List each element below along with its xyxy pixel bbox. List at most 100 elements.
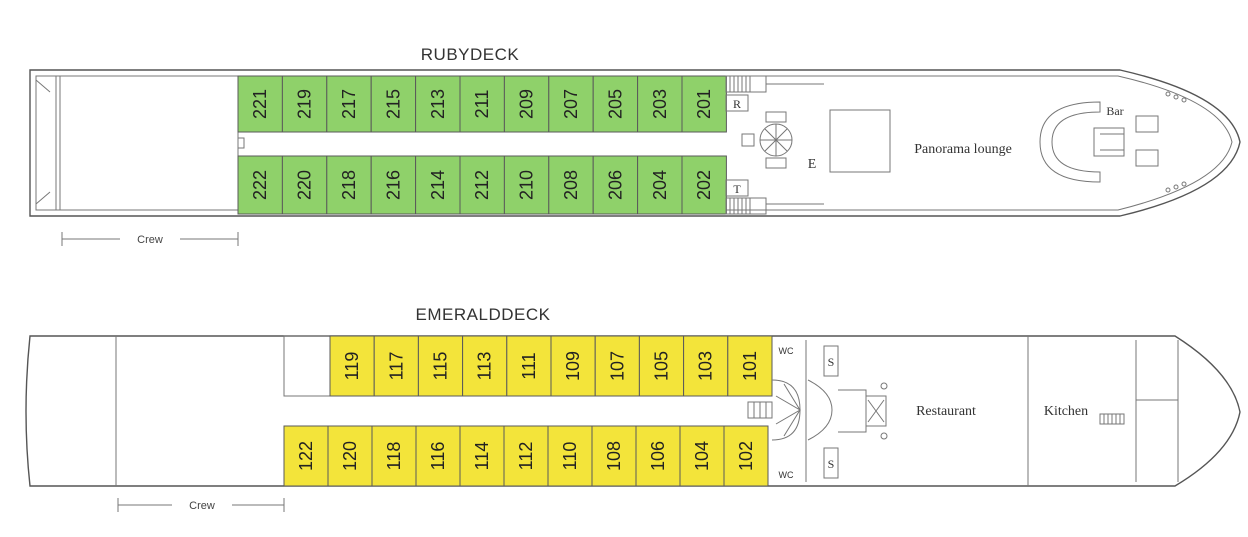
cabin-number-104: 104 [692, 441, 712, 471]
cabin-number-218: 218 [339, 170, 359, 200]
cabin-number-210: 210 [517, 170, 537, 200]
cabin-number-207: 207 [561, 89, 581, 119]
ruby-elevator-label: E [808, 157, 817, 172]
cabin-number-122: 122 [296, 441, 316, 471]
cabin-number-206: 206 [605, 170, 625, 200]
cabin-103 [683, 335, 729, 397]
emerald-kitchen-vent-icon [1099, 413, 1125, 425]
cabin-number-211: 211 [472, 90, 492, 119]
cabin-number-215: 215 [383, 89, 403, 119]
cabin-number-118: 118 [384, 442, 404, 471]
cabin-104 [679, 425, 725, 487]
cabin-205 [592, 75, 639, 133]
emerald-restaurant-label: Restaurant [916, 404, 976, 419]
ruby-bar-label: Bar [1106, 104, 1123, 118]
cabin-number-111: 111 [519, 352, 539, 379]
ruby-crew-dimension: Crew [61, 232, 239, 246]
cabin-220 [281, 155, 328, 215]
ruby-reception-box [725, 94, 749, 112]
cabin-222 [237, 155, 283, 215]
cabin-number-110: 110 [560, 442, 580, 471]
cabin-212 [459, 155, 505, 215]
cabin-210 [503, 155, 550, 215]
cabin-203 [637, 75, 683, 133]
ruby-toilet-box [725, 179, 749, 197]
cabin-number-217: 217 [339, 89, 359, 119]
cabin-number-115: 115 [431, 352, 451, 381]
emerald-wc-bottom-label: WC [779, 470, 794, 480]
cabin-106 [635, 425, 681, 487]
cabin-118 [371, 425, 417, 487]
cabin-107 [594, 335, 640, 397]
cabin-117 [373, 335, 419, 397]
cabin-number-107: 107 [607, 351, 627, 381]
cabin-206 [592, 155, 639, 215]
cabin-113 [462, 335, 508, 397]
cabin-number-120: 120 [340, 441, 360, 471]
ruby-spiral-stair-icon [741, 111, 793, 169]
cabin-number-106: 106 [648, 441, 668, 471]
cabin-110 [547, 425, 593, 487]
emerald-kitchen-label: Kitchen [1044, 404, 1088, 419]
ruby-toilet-label: T [733, 182, 741, 196]
cabin-number-109: 109 [563, 351, 583, 381]
cabin-number-102: 102 [736, 441, 756, 471]
cabin-number-201: 201 [694, 89, 714, 119]
cabin-number-117: 117 [386, 352, 406, 381]
cabin-105 [638, 335, 685, 397]
cabin-number-116: 116 [428, 442, 448, 471]
cabin-122 [283, 425, 329, 487]
ruby-crew-label: Crew [137, 234, 163, 246]
cabin-number-112: 112 [516, 442, 536, 471]
cabin-number-219: 219 [295, 89, 315, 119]
cabin-number-203: 203 [650, 89, 670, 119]
ruby-deck-title: RUBYDECK [421, 45, 520, 64]
cabin-217 [326, 75, 372, 133]
cabin-number-103: 103 [696, 351, 716, 381]
ruby-reception-label: R [733, 97, 741, 111]
ruby-lounge-block [829, 109, 891, 173]
cabin-208 [548, 155, 594, 215]
cabin-number-216: 216 [383, 170, 403, 200]
emerald-store-top-box [823, 345, 839, 377]
cabin-number-105: 105 [652, 351, 672, 381]
cabin-number-108: 108 [604, 441, 624, 471]
emerald-store-top-label: S [828, 355, 835, 369]
emerald-store-bottom-label: S [828, 457, 835, 471]
cabin-101 [727, 335, 773, 397]
emerald-stair-icon [747, 379, 833, 441]
ruby-stairs-bottom-icon [725, 197, 824, 215]
cabin-number-213: 213 [428, 89, 448, 119]
emerald-deck-title: EMERALDDECK [416, 305, 551, 324]
cabin-number-209: 209 [517, 89, 537, 119]
cabin-number-208: 208 [561, 170, 581, 200]
cabin-number-222: 222 [250, 170, 270, 200]
cabin-219 [281, 75, 328, 133]
emerald-wc-top-label: WC [779, 346, 794, 356]
cabin-number-214: 214 [428, 170, 448, 200]
cabin-111 [506, 335, 552, 397]
cabin-number-113: 113 [475, 352, 495, 381]
cabin-number-205: 205 [605, 89, 625, 119]
cabin-115 [417, 335, 464, 397]
cabin-114 [459, 425, 505, 487]
ruby-bar-counter [1039, 101, 1159, 183]
cabin-102 [723, 425, 769, 487]
cabin-213 [415, 75, 461, 133]
cabin-204 [637, 155, 683, 215]
cabin-number-204: 204 [650, 170, 670, 200]
ruby-stairs-top-icon [725, 75, 824, 93]
cabin-number-202: 202 [694, 170, 714, 200]
ruby-panorama-lounge-label: Panorama lounge [914, 142, 1012, 157]
cabin-207 [548, 75, 594, 133]
cabin-number-101: 101 [740, 351, 760, 381]
emerald-crew-label: Crew [189, 500, 215, 512]
cabin-221 [237, 75, 283, 133]
emerald-crew-dimension: Crew [117, 498, 285, 512]
